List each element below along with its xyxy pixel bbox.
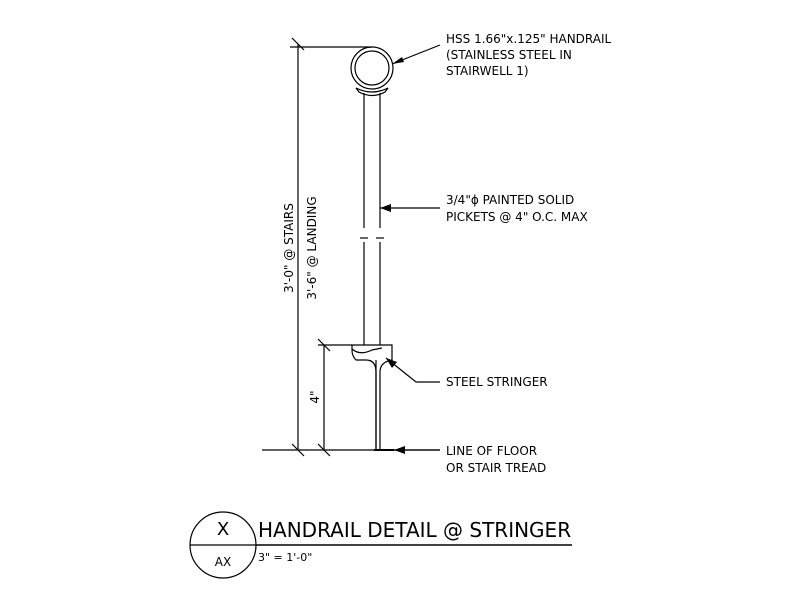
dim-tick-bottom (291, 443, 305, 457)
callout-pickets-line-1: 3/4"ϕ PAINTED SOLID (446, 193, 574, 207)
callout-pickets: 3/4"ϕ PAINTED SOLID PICKETS @ 4" O.C. MA… (446, 193, 588, 224)
arrowhead-handrail (392, 57, 404, 64)
dim-tick-stringer-bottom (317, 443, 331, 457)
dim-text-stairs: 3'-0" @ STAIRS (282, 203, 296, 293)
dim-text-stringer-height: 4" (308, 390, 322, 403)
callout-handrail-line-2: (STAINLESS STEEL IN (446, 48, 572, 62)
sheet-ref: AX (215, 555, 231, 569)
steel-stringer-profile (351, 344, 393, 451)
callout-pickets-line-2: PICKETS @ 4" O.C. MAX (446, 210, 588, 224)
callout-handrail: HSS 1.66"x.125" HANDRAIL (STAINLESS STEE… (446, 32, 615, 78)
arrowhead-pickets (380, 204, 391, 212)
dim-tick-stringer-top (317, 338, 331, 352)
detail-title: HANDRAIL DETAIL @ STRINGER (258, 518, 571, 542)
dim-tick-top (291, 37, 305, 51)
dim-text-landing: 3'-6" @ LANDING (305, 196, 319, 299)
stringer-cap (351, 347, 383, 354)
callout-floor-line-2: OR STAIR TREAD (446, 461, 546, 475)
arrowhead-floor (394, 446, 405, 454)
callout-handrail-line-3: STAIRWELL 1) (446, 64, 529, 78)
callout-handrail-line-1: HSS 1.66"x.125" HANDRAIL (446, 32, 612, 46)
detail-number: X (217, 519, 229, 540)
callout-floor-line-1: LINE OF FLOOR (446, 444, 537, 458)
callout-floor: LINE OF FLOOR OR STAIR TREAD (446, 444, 546, 475)
callout-stringer-line-1: STEEL STRINGER (446, 375, 548, 389)
handrail-section-outer (350, 46, 394, 90)
detail-scale: 3" = 1'-0" (258, 551, 312, 564)
handrail-section-inner (354, 50, 390, 86)
arrowhead-stringer (386, 358, 397, 368)
callout-stringer: STEEL STRINGER (446, 375, 548, 389)
